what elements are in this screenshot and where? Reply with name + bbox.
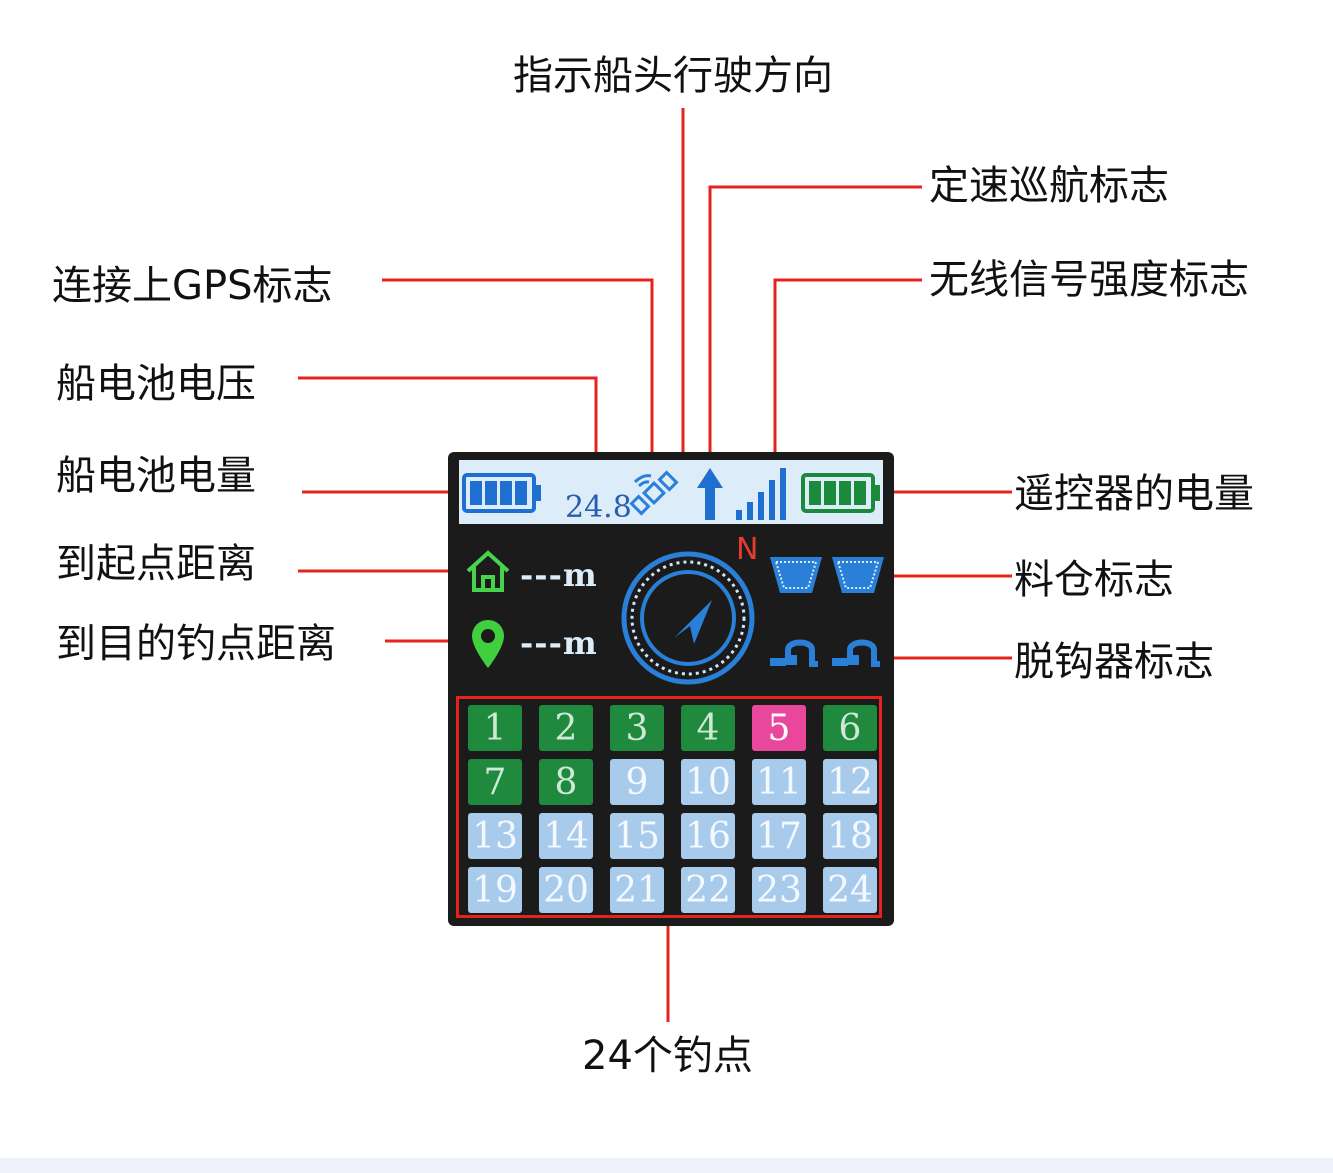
fishing-spot-6[interactable]: 6 bbox=[823, 705, 877, 751]
label-cruise-control: 定速巡航标志 bbox=[929, 163, 1169, 209]
fishing-spot-11[interactable]: 11 bbox=[752, 759, 806, 805]
fishing-spot-10[interactable]: 10 bbox=[681, 759, 735, 805]
fishing-spot-1[interactable]: 1 bbox=[468, 705, 522, 751]
compass-north-label: N bbox=[736, 532, 759, 567]
bottom-band bbox=[0, 1158, 1333, 1173]
line-gps bbox=[382, 278, 654, 470]
fishing-spot-20[interactable]: 20 bbox=[539, 867, 593, 913]
signal-bars-icon bbox=[736, 468, 786, 520]
fishing-spot-5[interactable]: 5 bbox=[752, 705, 806, 751]
battery-icon bbox=[462, 473, 541, 513]
bait-bin-icon bbox=[770, 557, 822, 593]
cruise-arrow-icon bbox=[697, 468, 723, 520]
line-signal bbox=[773, 278, 922, 470]
fishing-spot-24[interactable]: 24 bbox=[823, 867, 877, 913]
label-release-hook: 脱钩器标志 bbox=[1014, 639, 1214, 685]
fishing-spot-3[interactable]: 3 bbox=[610, 705, 664, 751]
fishing-spot-7[interactable]: 7 bbox=[468, 759, 522, 805]
fishing-spot-22[interactable]: 22 bbox=[681, 867, 735, 913]
label-heading-direction: 指示船头行驶方向 bbox=[513, 53, 833, 99]
location-pin-icon bbox=[472, 620, 504, 668]
line-cruise bbox=[708, 185, 922, 470]
fishing-spot-23[interactable]: 23 bbox=[752, 867, 806, 913]
fishing-spot-12[interactable]: 12 bbox=[823, 759, 877, 805]
home-distance-readout: ---m bbox=[520, 556, 598, 594]
label-fishing-spots: 24个钓点 bbox=[582, 1033, 753, 1079]
fishing-spot-2[interactable]: 2 bbox=[539, 705, 593, 751]
label-distance-to-spot: 到目的钓点距离 bbox=[56, 621, 336, 667]
home-icon bbox=[466, 550, 510, 592]
release-hook-icon bbox=[832, 639, 880, 667]
boat-voltage-readout: 24.8 bbox=[565, 490, 632, 525]
fishing-spot-4[interactable]: 4 bbox=[681, 705, 735, 751]
bait-bin-icon bbox=[832, 557, 884, 593]
label-boat-battery-level: 船电池电量 bbox=[56, 453, 256, 499]
label-gps-connected: 连接上GPS标志 bbox=[52, 263, 333, 309]
label-signal-strength: 无线信号强度标志 bbox=[929, 257, 1249, 303]
fishing-spot-21[interactable]: 21 bbox=[610, 867, 664, 913]
fishing-spot-18[interactable]: 18 bbox=[823, 813, 877, 859]
compass-icon bbox=[621, 551, 755, 685]
fishing-spot-14[interactable]: 14 bbox=[539, 813, 593, 859]
satellite-icon bbox=[629, 470, 679, 516]
fishing-spot-13[interactable]: 13 bbox=[468, 813, 522, 859]
status-bar: 24.8 bbox=[459, 460, 883, 525]
fishing-spot-16[interactable]: 16 bbox=[681, 813, 735, 859]
fishing-spot-15[interactable]: 15 bbox=[610, 813, 664, 859]
fishing-spot-19[interactable]: 19 bbox=[468, 867, 522, 913]
fishing-spot-8[interactable]: 8 bbox=[539, 759, 593, 805]
label-bait-bin: 料仓标志 bbox=[1014, 557, 1174, 603]
label-distance-to-start: 到起点距离 bbox=[56, 541, 256, 587]
battery-icon bbox=[801, 473, 880, 513]
spot-distance-readout: ---m bbox=[520, 624, 598, 662]
label-remote-battery-level: 遥控器的电量 bbox=[1014, 471, 1254, 517]
release-hook-icon bbox=[770, 639, 818, 667]
fishing-spot-17[interactable]: 17 bbox=[752, 813, 806, 859]
label-boat-battery-voltage: 船电池电压 bbox=[56, 361, 256, 407]
fishing-spot-9[interactable]: 9 bbox=[610, 759, 664, 805]
remote-lcd-screen: 24.8 bbox=[448, 452, 894, 926]
